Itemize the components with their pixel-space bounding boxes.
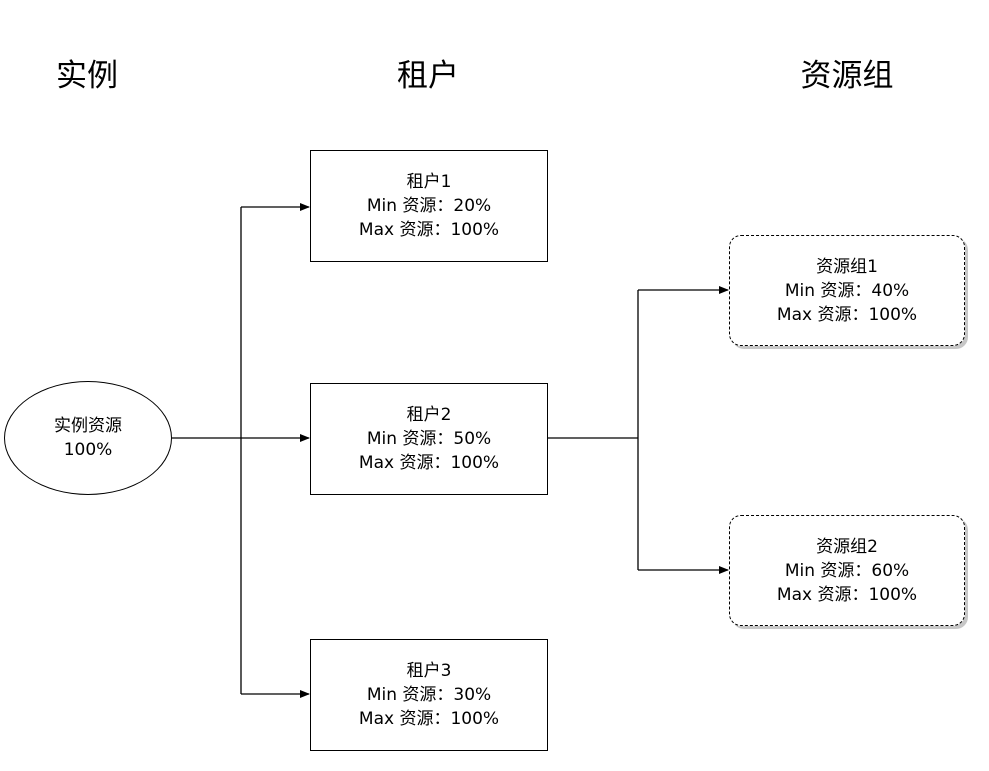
resource-group-max-resource: Max 资源：100% [776,584,918,605]
instance-resource-percent: 100% [63,440,113,460]
tenant-name: 租户2 [406,405,452,425]
resource-group-min-resource: Min 资源：40% [784,280,910,301]
tenant-min-resource: Min 资源：50% [366,429,492,449]
tenant-max-resource: Max 资源：100% [358,220,500,240]
tenant-max-resource: Max 资源：100% [358,453,500,473]
resource-group-name: 资源组2 [816,536,878,557]
header-tenant: 租户 [397,58,459,94]
header-resource-group: 资源组 [800,58,894,94]
instance-resource-label: 实例资源 [54,416,122,436]
tenant-name: 租户1 [406,172,452,192]
instance-resource-node: 实例资源 100% [4,381,172,495]
resource-group-node-1: 资源组1 Min 资源：40% Max 资源：100% [729,235,965,346]
tenant-min-resource: Min 资源：20% [366,196,492,216]
tenant-max-resource: Max 资源：100% [358,709,500,729]
tenant-name: 租户3 [406,661,452,681]
resource-group-min-resource: Min 资源：60% [784,560,910,581]
tenant-min-resource: Min 资源：30% [366,685,492,705]
tenant-node-3: 租户3 Min 资源：30% Max 资源：100% [310,639,548,751]
resource-group-node-2: 资源组2 Min 资源：60% Max 资源：100% [729,515,965,626]
resource-group-max-resource: Max 资源：100% [776,304,918,325]
header-instance: 实例 [56,58,118,94]
resource-group-name: 资源组1 [816,256,878,277]
tenant-node-1: 租户1 Min 资源：20% Max 资源：100% [310,150,548,262]
tenant-node-2: 租户2 Min 资源：50% Max 资源：100% [310,383,548,495]
